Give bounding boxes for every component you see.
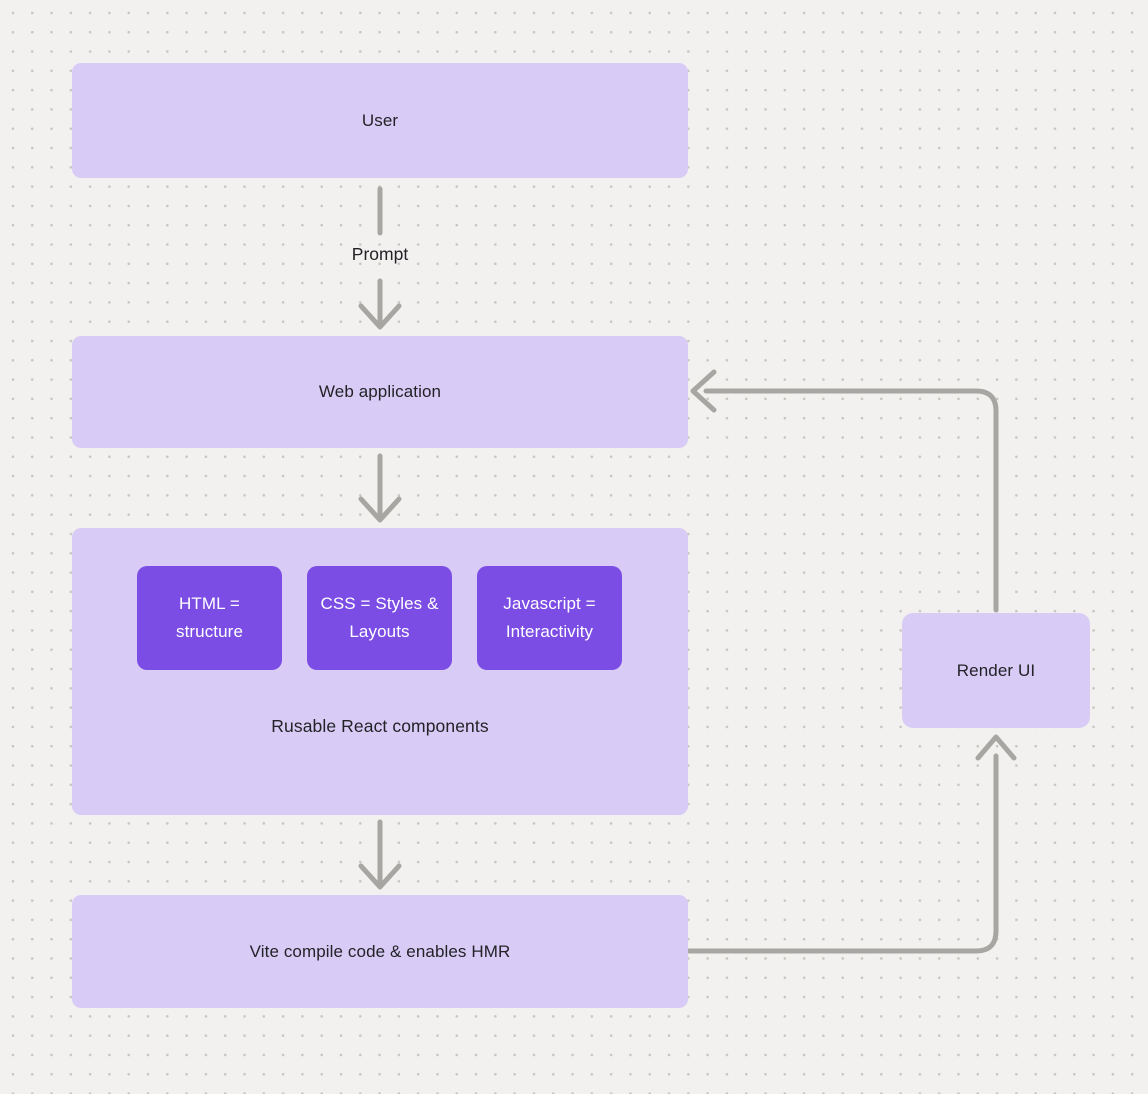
- arrowhead-up-into-render-ui: [975, 734, 1017, 761]
- node-css-label: CSS = Styles & Layouts: [320, 594, 439, 641]
- arrowhead-down-into-group: [358, 496, 402, 523]
- edge-label-prompt: Prompt: [351, 244, 409, 264]
- node-render-ui-label: Render UI: [956, 660, 1036, 680]
- arrowhead-left-into-web-app: [690, 369, 717, 413]
- edge-vite-to-render-ui: [686, 753, 999, 954]
- node-user: User: [72, 63, 688, 178]
- node-components-group: HTML = structure CSS = Styles & Layouts …: [72, 528, 688, 815]
- node-web-application: Web application: [72, 336, 688, 448]
- node-render-ui: Render UI: [902, 613, 1090, 728]
- node-vite: Vite compile code & enables HMR: [72, 895, 688, 1008]
- node-vite-label: Vite compile code & enables HMR: [249, 941, 511, 961]
- edge-render-ui-to-web: [703, 388, 999, 613]
- node-css: CSS = Styles & Layouts: [307, 566, 452, 670]
- components-group-label: Rusable React components: [271, 716, 489, 736]
- node-javascript-label: Javascript = Interactivity: [503, 594, 596, 641]
- node-web-application-label: Web application: [318, 382, 442, 401]
- arrowhead-down-into-web-app: [358, 303, 402, 330]
- node-html-label: HTML = structure: [175, 594, 244, 641]
- node-user-label: User: [361, 110, 399, 130]
- node-html: HTML = structure: [137, 566, 282, 670]
- arrowhead-down-into-vite: [358, 863, 402, 890]
- components-row: HTML = structure CSS = Styles & Layouts …: [137, 566, 622, 670]
- node-javascript: Javascript = Interactivity: [477, 566, 622, 670]
